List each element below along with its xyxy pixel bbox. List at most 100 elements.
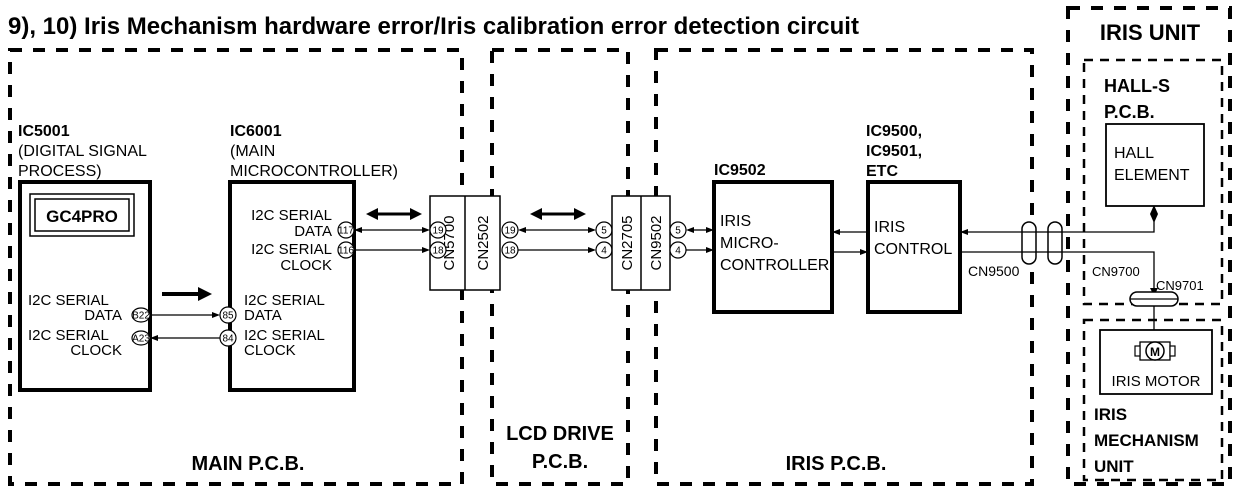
wire-5-arrow-left	[686, 227, 694, 233]
wire-hall-arrow-left	[960, 229, 968, 235]
cn2705-label: CN2705	[619, 215, 636, 270]
bidir-arrow-1-left	[366, 208, 378, 220]
hall-arrow-up	[1150, 205, 1158, 214]
wire-ic9500-arrow-right	[860, 249, 868, 255]
cn5700-pin-18	[429, 241, 447, 259]
mech-label-3: UNIT	[1094, 457, 1134, 476]
cn9700-label: CN9700	[1092, 264, 1140, 279]
motor-icon	[1145, 341, 1165, 361]
ic6001-pin-116-label: 116	[338, 246, 354, 257]
ic5001-pin-b22-label: B22	[132, 311, 150, 322]
lcd-drive-label: LCD DRIVE	[506, 423, 614, 445]
cn2502-label: CN2502	[475, 215, 492, 270]
iris-mechanism-unit-outline	[1082, 318, 1224, 482]
diagram-title: 9), 10) Iris Mechanism hardware error/Ir…	[8, 13, 859, 40]
cn2502-pin-18-label: 18	[504, 246, 516, 257]
wire-19-arrow-right	[588, 227, 596, 233]
flow-arrow-head	[198, 287, 212, 301]
wire-4-arrow-right	[706, 247, 714, 253]
bidir-arrow-2-left	[530, 208, 542, 220]
ic6001-r-sig2-a: I2C SERIAL	[251, 241, 332, 258]
wire-19-arrow-left	[518, 227, 526, 233]
mech-label-1: IRIS	[1094, 405, 1127, 424]
cn5700-pin-18-label: 18	[432, 246, 444, 257]
ic5001-desc-2: PROCESS)	[18, 163, 102, 180]
motor-shaft-left	[1134, 345, 1141, 357]
ic6001-desc-1: (MAIN	[230, 143, 275, 160]
gc4pro-inner-box	[34, 198, 130, 232]
ic6001-r-sig1-b: DATA	[294, 223, 332, 240]
wire-to-motor	[1062, 251, 1155, 288]
wire-ic9502-arrow-left	[832, 229, 840, 235]
hall-element-line-2: ELEMENT	[1114, 167, 1190, 184]
ic9500-chip	[866, 180, 962, 314]
ic6001-chip	[228, 180, 356, 392]
ic9500-name-1: IC9500,	[866, 123, 922, 140]
ic6001-l-sig2-a: I2C SERIAL	[244, 327, 325, 344]
ic9500-line-2: CONTROL	[874, 241, 952, 258]
ic6001-name: IC6001	[230, 123, 282, 140]
ic5001-desc-1: (DIGITAL SIGNAL	[18, 143, 147, 160]
ic6001-desc-2: MICROCONTROLLER)	[230, 163, 398, 180]
gc4pro-label: GC4PRO	[46, 207, 118, 226]
ic6001-pin-85	[219, 306, 237, 324]
ic9502-name: IC9502	[714, 162, 766, 179]
bidir-arrow-2-right	[574, 208, 586, 220]
ic6001-pin-85-label: 85	[222, 311, 234, 322]
cn9500-label: CN9500	[968, 263, 1020, 279]
cn2705-pin-5-label: 5	[601, 226, 607, 237]
ic5001-sig2-b: CLOCK	[70, 342, 122, 359]
iris-motor-label: IRIS MOTOR	[1112, 373, 1201, 390]
cn9502-label: CN9502	[648, 215, 665, 270]
motor-symbol: M	[1150, 345, 1160, 359]
ic9502-line-3: CONTROLLER	[720, 257, 829, 274]
wire-117-arrow-left	[354, 227, 362, 233]
cn9500-mate	[1047, 221, 1063, 265]
main-pcb-label: MAIN P.C.B.	[192, 453, 305, 475]
ic5001-sig2-a: I2C SERIAL	[28, 327, 109, 344]
wire-18-arrow-right	[588, 247, 596, 253]
gc4pro-outer-box	[29, 193, 135, 237]
wire-clock-arrow	[150, 335, 158, 341]
wire-117-arrow-right	[422, 227, 430, 233]
ic6001-l-sig1-b: DATA	[244, 307, 282, 324]
cn2705-pin-4-label: 4	[601, 246, 607, 257]
wire-to-hall-element	[1062, 214, 1155, 233]
iris-unit-outline	[1066, 6, 1232, 486]
ic9502-line-1: IRIS	[720, 213, 751, 230]
ic9500-line-1: IRIS	[874, 219, 905, 236]
cn2502-pin-19-label: 19	[504, 226, 516, 237]
ic5001-sig1-b: DATA	[84, 307, 122, 324]
ic6001-r-sig2-b: CLOCK	[280, 257, 332, 274]
ic6001-l-sig2-b: CLOCK	[244, 342, 296, 359]
iris-motor-box	[1099, 329, 1213, 395]
wire-116-arrow-right	[422, 247, 430, 253]
lcd-drive-pcb-label: P.C.B.	[532, 451, 588, 473]
hall-s-label: HALL-S	[1104, 76, 1170, 96]
ic9502-chip	[712, 180, 834, 314]
ic9502-line-2: MICRO-	[720, 235, 779, 252]
cn9502-pin-5-label: 5	[675, 226, 681, 237]
hall-arrow-down	[1150, 214, 1158, 223]
ic9500-name-3: ETC	[866, 163, 898, 180]
mech-label-2: MECHANISM	[1094, 431, 1199, 450]
ic6001-pin-117-label: 117	[338, 226, 354, 237]
ic6001-l-sig1-a: I2C SERIAL	[244, 292, 325, 309]
cn5700-pin-19-label: 19	[432, 226, 444, 237]
ic6001-pin-84	[219, 329, 237, 347]
ic6001-r-sig1-a: I2C SERIAL	[251, 207, 332, 224]
ic5001-pin-a23-label: A23	[132, 334, 150, 345]
ic5001-name: IC5001	[18, 123, 70, 140]
iris-pcb-label: IRIS P.C.B.	[786, 453, 887, 475]
cn9500-plug	[1021, 221, 1037, 265]
wire-data-arrow	[212, 312, 220, 318]
hall-s-pcb-label: P.C.B.	[1104, 102, 1155, 122]
wire-5-arrow-right	[706, 227, 714, 233]
ic9500-name-2: IC9501,	[866, 143, 922, 160]
iris-unit-label: IRIS UNIT	[1100, 20, 1201, 45]
bidir-arrow-1-right	[410, 208, 422, 220]
ic6001-pin-84-label: 84	[222, 334, 234, 345]
cn9502-pin-4-label: 4	[675, 246, 681, 257]
hall-element-line-1: HALL	[1114, 145, 1154, 162]
